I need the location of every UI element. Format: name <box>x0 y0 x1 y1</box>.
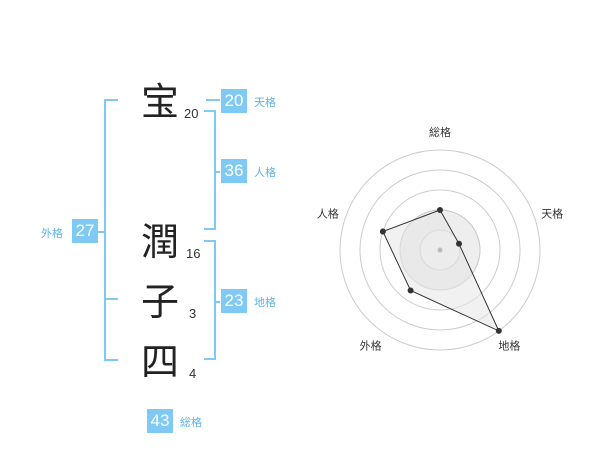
radar-axis-label-4: 人格 <box>317 207 339 221</box>
stroke-count-2: 16 <box>186 246 201 261</box>
gaikaku-connector <box>98 231 106 233</box>
radar-ring-4 <box>359 169 521 331</box>
chikaku-label: 地格 <box>254 296 276 309</box>
name-char-4: 四 <box>141 340 180 384</box>
radar-axis-label-0: 総格 <box>429 125 451 139</box>
radar-axis-label-2: 地格 <box>498 339 520 353</box>
soukaku-label: 総格 <box>180 416 202 429</box>
radar-polygon <box>382 209 500 332</box>
gaikaku-bracket <box>104 99 118 361</box>
chikaku-connector <box>214 301 220 303</box>
name-char-3: 子 <box>141 280 180 324</box>
tenkaku-connector <box>206 99 220 101</box>
jinkaku-value-badge: 36 <box>221 159 247 183</box>
radar-point-3 <box>407 287 414 294</box>
gaikaku-value-badge: 27 <box>72 219 98 243</box>
stroke-count-3: 3 <box>189 306 197 321</box>
radar-ring-5 <box>339 149 541 351</box>
radar-ring-3 <box>379 189 501 311</box>
radar-polygon-group <box>382 209 500 332</box>
stroke-count-4: 4 <box>189 366 197 381</box>
radar-axis-label-1: 天格 <box>541 207 563 221</box>
gaikaku-label: 外格 <box>41 227 63 240</box>
radar-center-dot <box>437 247 443 253</box>
gaikaku-bracket-mid <box>104 298 118 300</box>
jinkaku-label: 人格 <box>254 166 276 179</box>
jinkaku-connector <box>214 171 220 173</box>
radar-point-4 <box>379 228 386 235</box>
stroke-count-1: 20 <box>184 106 199 121</box>
radar-point-0 <box>437 207 443 213</box>
name-char-1: 宝 <box>141 80 180 124</box>
chikaku-value-badge: 23 <box>221 289 247 313</box>
radar-point-2 <box>495 327 502 334</box>
radar-points <box>379 207 502 334</box>
soukaku-value-badge: 43 <box>147 409 173 433</box>
chikaku-bracket <box>204 240 216 360</box>
jinkaku-bracket <box>204 110 216 230</box>
tenkaku-label: 天格 <box>254 96 276 109</box>
tenkaku-value-badge: 20 <box>221 89 247 113</box>
radar-axis-label-3: 外格 <box>360 339 382 353</box>
radar-point-1 <box>456 240 462 247</box>
name-char-2: 潤 <box>141 220 180 264</box>
